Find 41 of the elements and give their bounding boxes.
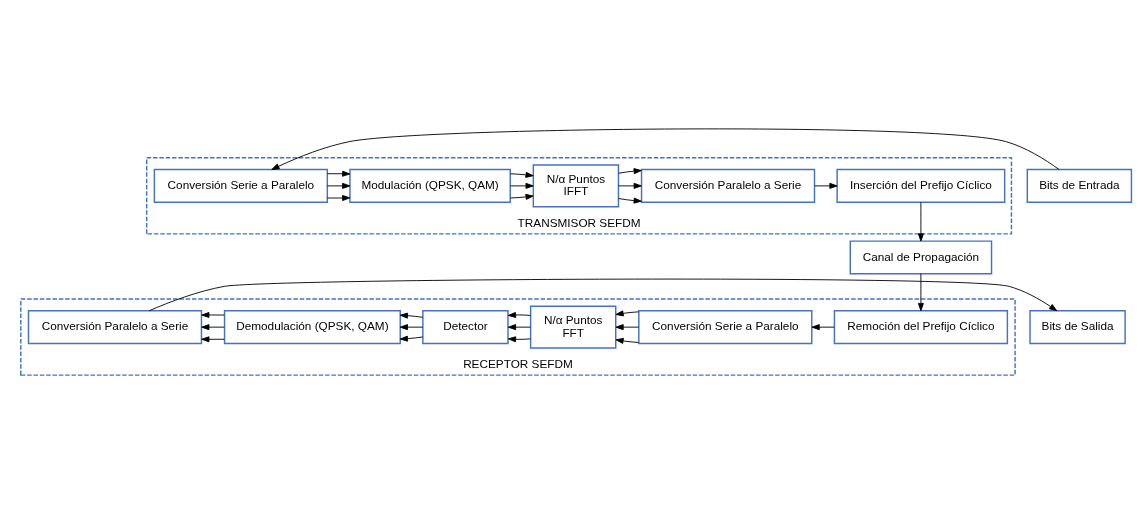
node-box: Modulación (QPSK, QAM)	[349, 168, 511, 203]
node-box: N/α Puntos IFFT	[532, 164, 620, 208]
arrow	[811, 324, 835, 331]
arrow	[201, 311, 225, 318]
node-box: Conversión Paralelo a Serie	[27, 310, 203, 345]
arrow	[326, 182, 351, 189]
node-box: Detector	[422, 310, 509, 345]
arrow	[507, 312, 531, 318]
arrow	[917, 201, 924, 242]
node-box: Conversión Serie a Paralelo	[638, 310, 813, 345]
arrow	[618, 197, 642, 204]
node-box: Remoción del Prefijo Cíclico	[833, 310, 1009, 345]
arrow	[615, 324, 640, 331]
arrow	[615, 310, 640, 317]
arrow	[201, 336, 225, 343]
arrow	[399, 335, 424, 342]
arrow	[509, 171, 534, 178]
arrow	[326, 170, 351, 177]
arrow	[271, 128, 1060, 171]
arrow	[201, 324, 225, 331]
node-box: Demodulación (QPSK, QAM)	[223, 310, 401, 345]
node-box: Conversión Serie a Paralelo	[153, 168, 329, 203]
arrow	[148, 278, 1058, 312]
node-box: N/α Puntos FFT	[529, 305, 617, 349]
arrow	[326, 195, 351, 202]
arrow	[917, 273, 924, 312]
arrow	[618, 182, 642, 189]
arrow	[509, 193, 534, 200]
node-box: Bits de Salida	[1029, 310, 1126, 345]
arrow	[618, 168, 642, 175]
arrow	[507, 336, 531, 343]
node-box: Inserción del Prefijo Cíclico	[836, 168, 1006, 203]
node-box: Canal de Propagación	[849, 240, 993, 275]
node-box: Bits de Entrada	[1026, 168, 1133, 203]
arrow	[814, 182, 838, 189]
arrow	[399, 312, 424, 319]
node-box: Conversión Paralelo a Serie	[640, 168, 816, 203]
arrow	[615, 337, 640, 344]
arrow	[507, 324, 531, 331]
arrow	[399, 324, 424, 331]
arrow	[509, 182, 534, 189]
